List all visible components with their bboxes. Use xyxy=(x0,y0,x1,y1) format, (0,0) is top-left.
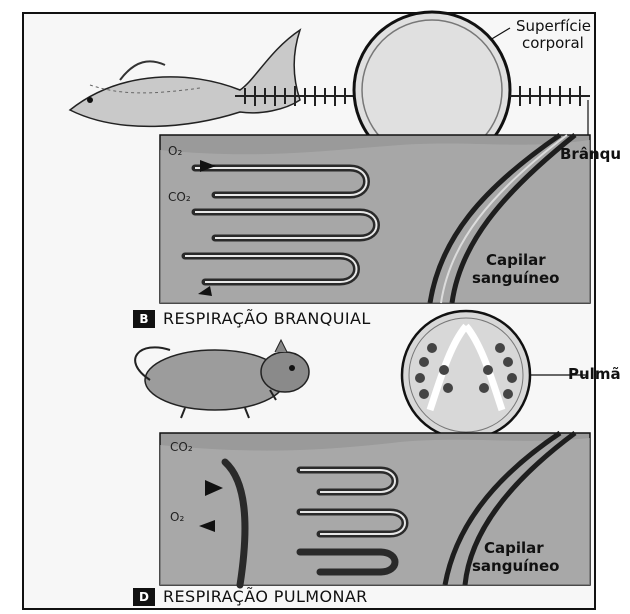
panel-b-caption: RESPIRAÇÃO BRANQUIAL xyxy=(163,309,371,328)
label-capillary-d-line1: Capilar xyxy=(484,540,544,557)
gas-co2-d: CO₂ xyxy=(170,440,193,454)
gas-o2-b: O₂ xyxy=(168,144,182,158)
label-surface-line1: Superfície xyxy=(516,18,591,35)
label-lung: Pulmã xyxy=(568,366,621,383)
label-gills: Brânqu xyxy=(560,146,621,163)
panel-d-tag: D xyxy=(133,588,155,606)
label-surface-line2: corporal xyxy=(522,35,584,52)
fish-illustration xyxy=(70,30,300,126)
panel-b-tag: B xyxy=(133,310,155,328)
lung-circle xyxy=(402,311,530,439)
rat-illustration xyxy=(135,340,309,418)
gas-co2-b: CO₂ xyxy=(168,190,191,204)
gas-o2-d: O₂ xyxy=(170,510,184,524)
label-capillary-b-line2: sanguíneo xyxy=(472,270,559,287)
label-capillary-b-line1: Capilar xyxy=(486,252,546,269)
gill-tufts-right xyxy=(510,86,590,106)
label-capillary-d-line2: sanguíneo xyxy=(472,558,559,575)
panel-d-caption: RESPIRAÇÃO PULMONAR xyxy=(163,587,368,606)
